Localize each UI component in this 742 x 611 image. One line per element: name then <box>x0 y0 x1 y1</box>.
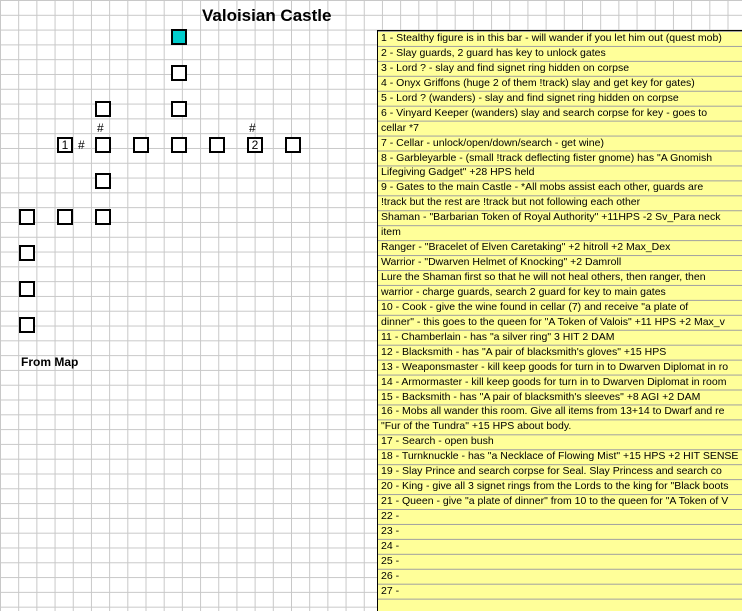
note-line: Lifegiving Gadget" +28 HPS held <box>381 166 535 179</box>
note-line: 1 - Stealthy figure is in this bar - wil… <box>381 32 722 44</box>
room[interactable] <box>95 101 111 117</box>
hash-marker: # <box>249 121 256 135</box>
note-line: Ranger - "Bracelet of Elven Caretaking" … <box>381 241 671 254</box>
room-entrance[interactable] <box>19 317 35 333</box>
note-line: !track but the rest are !track but not f… <box>381 196 641 209</box>
note-line: cellar *7 <box>381 121 419 134</box>
note-line: Lure the Shaman first so that he will no… <box>381 271 706 283</box>
room[interactable] <box>57 209 73 225</box>
notes-panel: 1 - Stealthy figure is in this bar - wil… <box>377 30 742 611</box>
note-line: 26 - <box>381 569 400 582</box>
room-1[interactable]: 1 <box>57 137 73 153</box>
note-line: 4 - Onyx Griffons (huge 2 of them !track… <box>381 76 695 89</box>
note-line: 8 - Garbleyarble - (small !track deflect… <box>381 151 713 164</box>
room[interactable] <box>209 137 225 153</box>
note-line: 6 - Vinyard Keeper (wanders) slay and se… <box>381 106 708 119</box>
note-line: Shaman - "Barbarian Token of Royal Autho… <box>381 211 721 224</box>
from-map-label: From Map <box>21 355 79 369</box>
note-line: 20 - King - give all 3 signet rings from… <box>381 480 729 493</box>
room[interactable] <box>285 137 301 153</box>
note-line: 25 - <box>381 554 400 567</box>
note-line: 13 - Weaponsmaster - kill keep goods for… <box>381 360 729 373</box>
note-line: 2 - Slay guards, 2 guard has key to unlo… <box>381 46 606 59</box>
room[interactable] <box>171 101 187 117</box>
note-line: 7 - Cellar - unlock/open/down/search - g… <box>381 136 604 149</box>
note-line: 22 - <box>381 510 400 522</box>
room[interactable] <box>19 245 35 261</box>
note-line: warrior - charge guards, search 2 guard … <box>381 285 666 298</box>
room[interactable] <box>19 281 35 297</box>
room-2[interactable]: 2 <box>247 137 263 153</box>
note-line: 11 - Chamberlain - has "a silver ring" 3… <box>381 330 615 343</box>
note-line: 23 - <box>381 524 400 537</box>
note-line: 24 - <box>381 539 400 552</box>
note-line: item <box>381 226 401 239</box>
note-line: 9 - Gates to the main Castle - *All mobs… <box>381 181 704 194</box>
note-line: 18 - Turnknuckle - has "a Necklace of Fl… <box>381 450 739 463</box>
room[interactable] <box>95 209 111 225</box>
note-line: "Fur of the Tundra" +15 HPS about body. <box>381 420 572 433</box>
note-line: 10 - Cook - give the wine found in cella… <box>381 300 689 313</box>
room[interactable] <box>171 137 187 153</box>
room[interactable] <box>171 65 187 81</box>
hash-marker: # <box>78 138 85 152</box>
note-line: 19 - Slay Prince and search corpse for S… <box>381 465 722 478</box>
note-line: 27 - <box>381 584 400 597</box>
room[interactable] <box>19 209 35 225</box>
note-line: 17 - Search - open bush <box>381 435 494 448</box>
note-line: 5 - Lord ? (wanders) - slay and find sig… <box>381 91 679 104</box>
note-line: Warrior - "Dwarven Helmet of Knocking" +… <box>381 256 622 269</box>
note-line: 16 - Mobs all wander this room. Give all… <box>381 405 725 418</box>
note-line: 3 - Lord ? - slay and find signet ring h… <box>381 61 630 74</box>
room[interactable] <box>95 137 111 153</box>
note-line: 14 - Armormaster - kill keep goods for t… <box>381 375 727 388</box>
note-line: dinner" - this goes to the queen for "A … <box>381 315 725 328</box>
room[interactable] <box>133 137 149 153</box>
hash-marker: # <box>97 121 104 135</box>
room-highlighted[interactable] <box>171 29 187 45</box>
note-line: 15 - Backsmith - has "A pair of blacksmi… <box>381 390 701 403</box>
note-line: 21 - Queen - give "a plate of dinner" fr… <box>381 495 729 508</box>
page-title: Valoisian Castle <box>202 6 332 25</box>
note-line: 12 - Blacksmith - has "A pair of blacksm… <box>381 345 667 358</box>
room[interactable] <box>95 173 111 189</box>
